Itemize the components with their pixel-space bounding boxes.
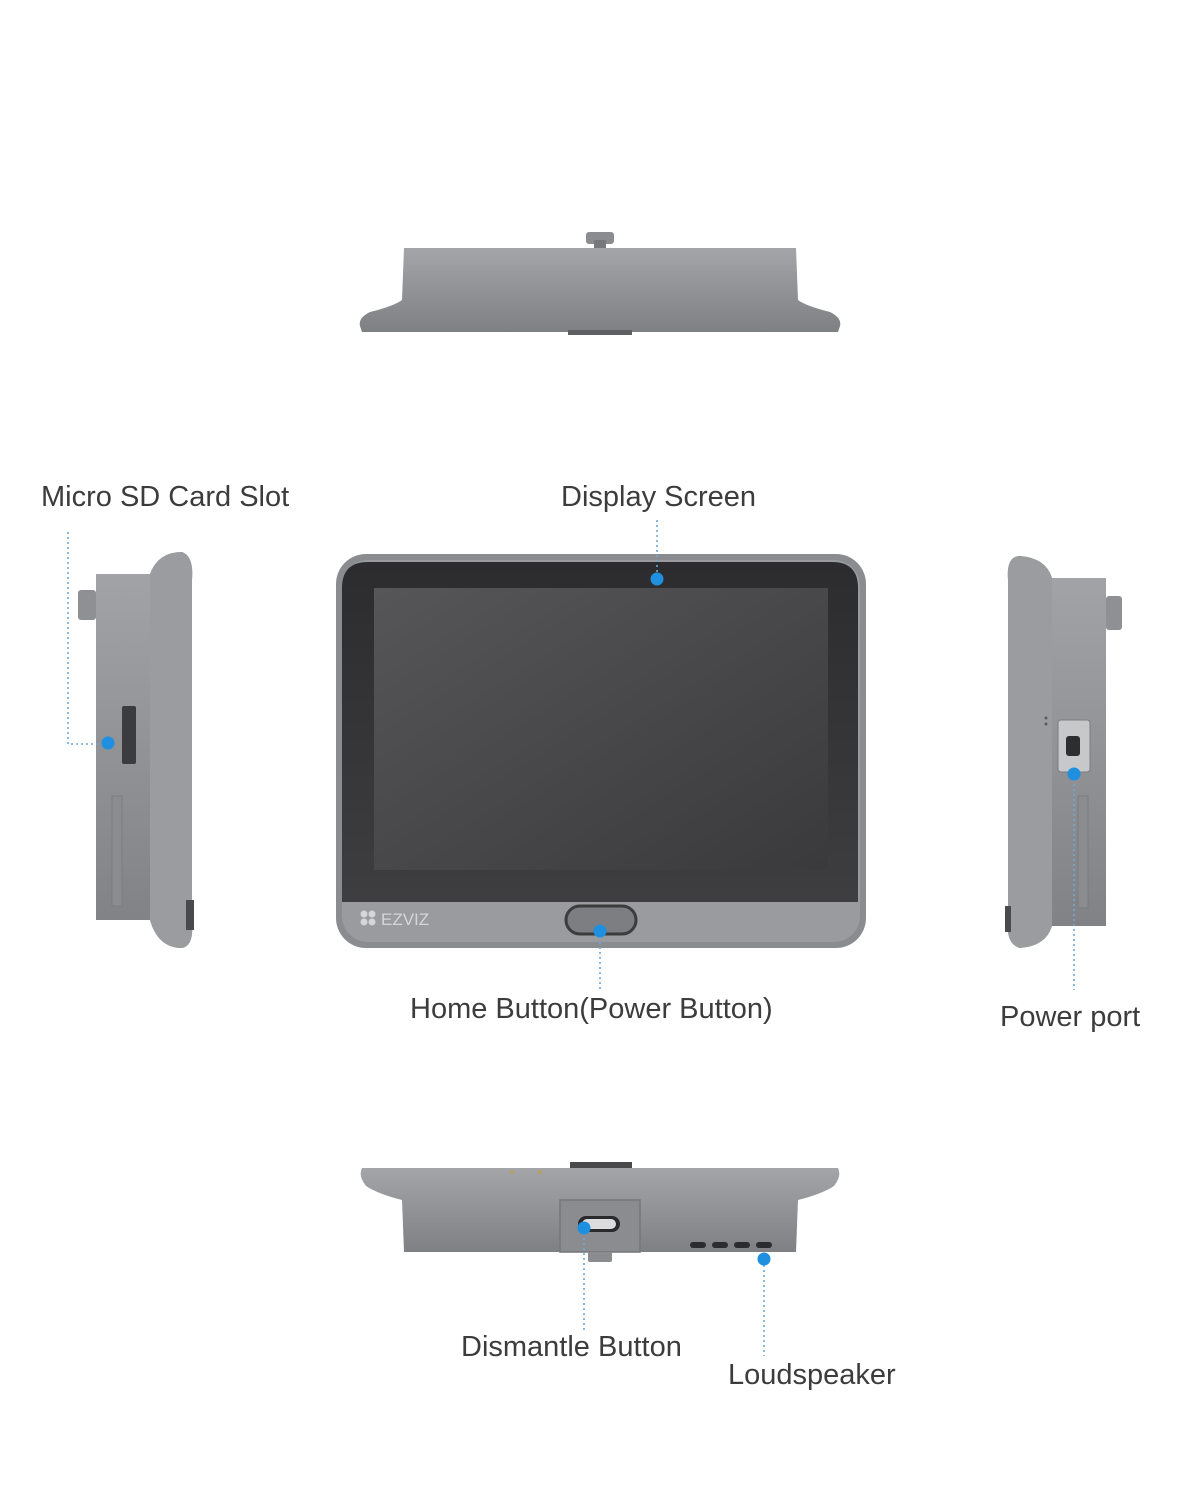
right-side-view [1005, 556, 1122, 948]
leader-micro-sd [67, 532, 108, 745]
label-home-button: Home Button(Power Button) [410, 993, 773, 1025]
label-display-screen: Display Screen [561, 481, 757, 513]
ezviz-logo-icon [360, 910, 376, 926]
bottom-view-knob [588, 1252, 612, 1262]
display-screen [374, 588, 828, 870]
bottom-view [360, 1162, 840, 1262]
dot-power-port [1067, 767, 1081, 781]
right-view-knob [1106, 596, 1122, 630]
label-power-port: Power port [1000, 1001, 1141, 1033]
label-dismantle-button: Dismantle Button [461, 1331, 682, 1363]
dot-display-screen [650, 572, 664, 586]
front-view: EZVIZ [336, 554, 866, 948]
dot-loudspeaker [757, 1252, 771, 1266]
brand-logo-text: EZVIZ [381, 910, 429, 929]
dot-home-button [593, 924, 607, 938]
top-view-knob [586, 232, 614, 244]
callout-dots [101, 572, 1081, 1266]
dot-dismantle-button [577, 1221, 591, 1235]
left-side-view [78, 552, 194, 948]
dot-micro-sd [101, 736, 115, 750]
leader-lines [67, 520, 1075, 1356]
loudspeaker-grille [690, 1242, 772, 1248]
top-view [359, 232, 841, 335]
power-port [1066, 736, 1080, 756]
left-view-knob [78, 590, 96, 620]
micro-sd-slot [122, 706, 136, 764]
label-loudspeaker: Loudspeaker [728, 1359, 896, 1391]
top-view-body [359, 248, 841, 332]
label-micro-sd-card-slot: Micro SD Card Slot [41, 481, 290, 513]
